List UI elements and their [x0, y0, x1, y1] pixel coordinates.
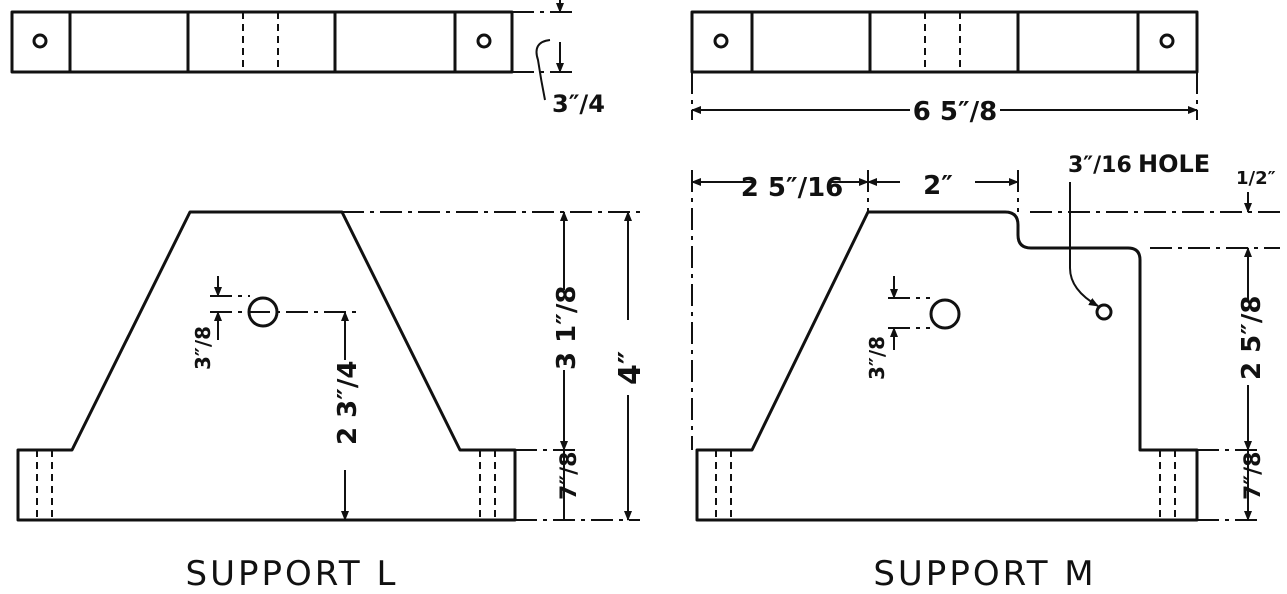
mounting-hole-left	[713, 33, 729, 49]
hole-label: HOLE	[1138, 150, 1210, 178]
upper-height-label: 3 1″/8	[552, 286, 582, 370]
support-l-front-view: 3″/8 2 3″/4 3 1″/8 7″/8 4″	[16, 210, 648, 522]
support-m: 6 5″/8 2 5″/16 2″	[690, 10, 1280, 594]
base-height-label: 7″/8	[1241, 452, 1266, 500]
length-label: 6 5″/8	[913, 97, 997, 127]
small-hole-size-label: 3″/16	[1068, 153, 1132, 178]
step-width-label: 2″	[923, 171, 953, 201]
step-drop-label: 1/2″	[1236, 168, 1276, 189]
hole-height-label: 2 3″/4	[333, 361, 363, 445]
support-m-hole	[929, 298, 961, 330]
total-height-label: 4″	[613, 351, 648, 385]
depth-label: 3″/4	[552, 90, 605, 118]
small-hole	[1095, 303, 1113, 321]
left-offset-label: 2 5″/16	[741, 173, 844, 203]
support-m-top-view: 6 5″/8	[690, 10, 1199, 127]
support-m-front-view: 2 5″/16 2″ 3″/16 HOLE 1/2″ 2 5″/8 7″/8 3…	[691, 150, 1280, 522]
mounting-hole-right	[476, 33, 492, 49]
mounting-hole-right	[1159, 33, 1175, 49]
support-l-top-view: 3″/4	[10, 0, 605, 118]
mounting-hole-left	[32, 33, 48, 49]
hole-offset-label: 3″/8	[865, 336, 889, 380]
support-l-title: SUPPORT L	[186, 554, 399, 594]
base-height-label: 7″/8	[557, 452, 582, 500]
support-l: 3″/4 3″/8 2 3″/4 3	[10, 0, 648, 594]
support-m-title: SUPPORT M	[873, 554, 1096, 594]
upper-height-label: 2 5″/8	[1237, 296, 1267, 380]
hole-offset-label: 3″/8	[191, 326, 215, 370]
